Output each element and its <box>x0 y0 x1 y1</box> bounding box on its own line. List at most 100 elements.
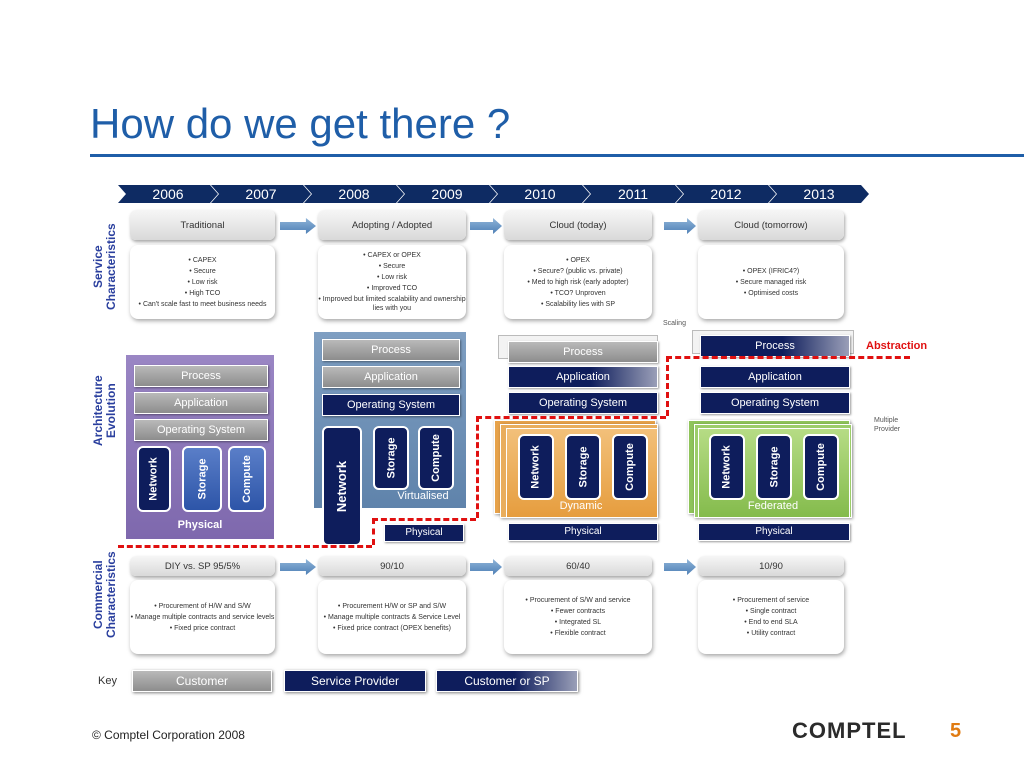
commercial-box-cloud-today: Procurement of S/W and service Fewer con… <box>504 580 652 654</box>
list-item: Fewer contracts <box>525 607 630 616</box>
key-customer: Customer <box>132 670 272 692</box>
key-customer-or-sp: Customer or SP <box>436 670 578 692</box>
list-item: Low risk <box>318 273 466 282</box>
stage-arrow-4 <box>280 559 316 575</box>
pill-compute: Compute <box>612 434 648 500</box>
list-item: Flexible contract <box>525 629 630 638</box>
commercial-header-traditional: DIY vs. SP 95/5% <box>130 556 275 576</box>
commercial-header-adopting: 90/10 <box>318 556 466 576</box>
abstraction-line <box>666 356 669 416</box>
pill-compute: Compute <box>418 426 454 490</box>
abstraction-line <box>372 518 375 545</box>
abstraction-line <box>118 545 372 548</box>
row-label-commercial: Commercial Characteristics <box>91 551 118 639</box>
year-2006: 2006 <box>118 185 218 203</box>
list-item: Procurement of H/W and S/W <box>131 602 275 611</box>
comptel-logo: COMPTEL <box>792 718 907 743</box>
list-item: Med to high risk (early adopter) <box>527 278 629 287</box>
annotation-scaling: Scaling <box>663 320 686 327</box>
service-box-traditional: CAPEX Secure Low risk High TCO Can't sca… <box>130 245 275 319</box>
pill-network: Network <box>137 446 171 512</box>
abstraction-line <box>476 416 666 419</box>
layer-os: Operating System <box>134 419 268 441</box>
list-item: Can't scale fast to meet business needs <box>139 300 267 309</box>
stage-arrow-2 <box>470 218 502 234</box>
list-item: Manage multiple contracts & Service Leve… <box>324 613 460 622</box>
list-item: OPEX (IFRIC4?) <box>736 267 807 276</box>
key-service-provider: Service Provider <box>284 670 426 692</box>
service-box-cloud-tomorrow: OPEX (IFRIC4?) Secure managed risk Optim… <box>698 245 844 319</box>
env-dynamic: Dynamic <box>559 500 603 512</box>
abstraction-line <box>666 356 910 359</box>
stage-header-cloud-tomorrow: Cloud (tomorrow) <box>698 210 844 240</box>
list-item: Procurement of service <box>733 596 809 605</box>
list-item: Procurement H/W or SP and S/W <box>324 602 461 611</box>
stage-arrow-5 <box>470 559 502 575</box>
year-2010: 2010 <box>490 185 590 203</box>
list-item: Improved but limited scalability and own… <box>318 295 466 313</box>
layer-application: Application <box>700 366 850 388</box>
service-box-adopting: CAPEX or OPEX Secure Low risk Improved T… <box>318 245 466 319</box>
pill-compute: Compute <box>803 434 839 500</box>
layer-application: Application <box>322 366 460 388</box>
env-physical-4: Physical <box>698 523 850 541</box>
list-item: Secure managed risk <box>736 278 806 287</box>
timeline: 2006 2007 2008 2009 2010 2011 2012 2013 <box>118 185 878 203</box>
title-rule <box>90 154 1024 157</box>
list-item: Utility contract <box>733 629 809 638</box>
list-item: High TCO <box>139 289 267 298</box>
env-physical-1: Physical <box>177 519 223 531</box>
env-physical-3: Physical <box>508 523 658 541</box>
annotation-multiple-provider: Multiple Provider <box>874 417 901 433</box>
stage-header-adopting: Adopting / Adopted <box>318 210 466 240</box>
year-2012: 2012 <box>676 185 776 203</box>
list-item: Low risk <box>139 278 267 287</box>
layer-application: Application <box>134 392 268 414</box>
list-item: Integrated SL <box>525 618 630 627</box>
list-item: Secure <box>318 262 466 271</box>
commercial-box-adopting: Procurement H/W or SP and S/W Manage mul… <box>318 580 466 654</box>
row-label-architecture: Architecture Evolution <box>91 375 118 447</box>
layer-process: Process <box>700 335 850 357</box>
layer-os: Operating System <box>700 392 850 414</box>
list-item: CAPEX or OPEX <box>318 251 466 260</box>
stage-arrow-6 <box>664 559 696 575</box>
layer-process: Process <box>134 365 268 387</box>
pill-storage: Storage <box>373 426 409 490</box>
pill-network-large: Network <box>322 426 362 546</box>
year-2009: 2009 <box>397 185 497 203</box>
pill-storage: Storage <box>565 434 601 500</box>
pill-storage: Storage <box>182 446 222 512</box>
commercial-header-cloud-tomorrow: 10/90 <box>698 556 844 576</box>
stage-header-traditional: Traditional <box>130 210 275 240</box>
layer-os: Operating System <box>508 392 658 414</box>
layer-process: Process <box>508 341 658 363</box>
list-item: Fixed price contract <box>131 624 275 633</box>
copyright: © Comptel Corporation 2008 <box>92 728 245 742</box>
page-title: How do we get there ? <box>90 100 511 147</box>
list-item: Manage multiple contracts and service le… <box>131 613 274 622</box>
list-item: Secure <box>139 267 267 276</box>
row-label-service: Service Characteristics <box>91 223 118 311</box>
commercial-box-cloud-tomorrow: Procurement of service Single contract E… <box>698 580 844 654</box>
list-item: Optimised costs <box>736 289 807 298</box>
layer-application: Application <box>508 366 658 388</box>
list-item: Single contract <box>733 607 809 616</box>
list-item: Procurement of S/W and service <box>525 596 631 605</box>
pill-storage: Storage <box>756 434 792 500</box>
list-item: OPEX <box>527 256 628 265</box>
commercial-header-cloud-today: 60/40 <box>504 556 652 576</box>
year-2008: 2008 <box>304 185 404 203</box>
list-item: TCO? Unproven <box>527 289 628 298</box>
list-item: Fixed price contract (OPEX benefits) <box>324 624 461 633</box>
year-2013: 2013 <box>769 185 869 203</box>
stage-header-cloud-today: Cloud (today) <box>504 210 652 240</box>
stage-arrow-3 <box>664 218 696 234</box>
list-item: Improved TCO <box>318 284 466 293</box>
layer-process: Process <box>322 339 460 361</box>
year-2011: 2011 <box>583 185 683 203</box>
pill-network: Network <box>709 434 745 500</box>
env-physical-2: Physical <box>384 524 464 542</box>
commercial-box-traditional: Procurement of H/W and S/W Manage multip… <box>130 580 275 654</box>
page-number: 5 <box>950 720 962 742</box>
